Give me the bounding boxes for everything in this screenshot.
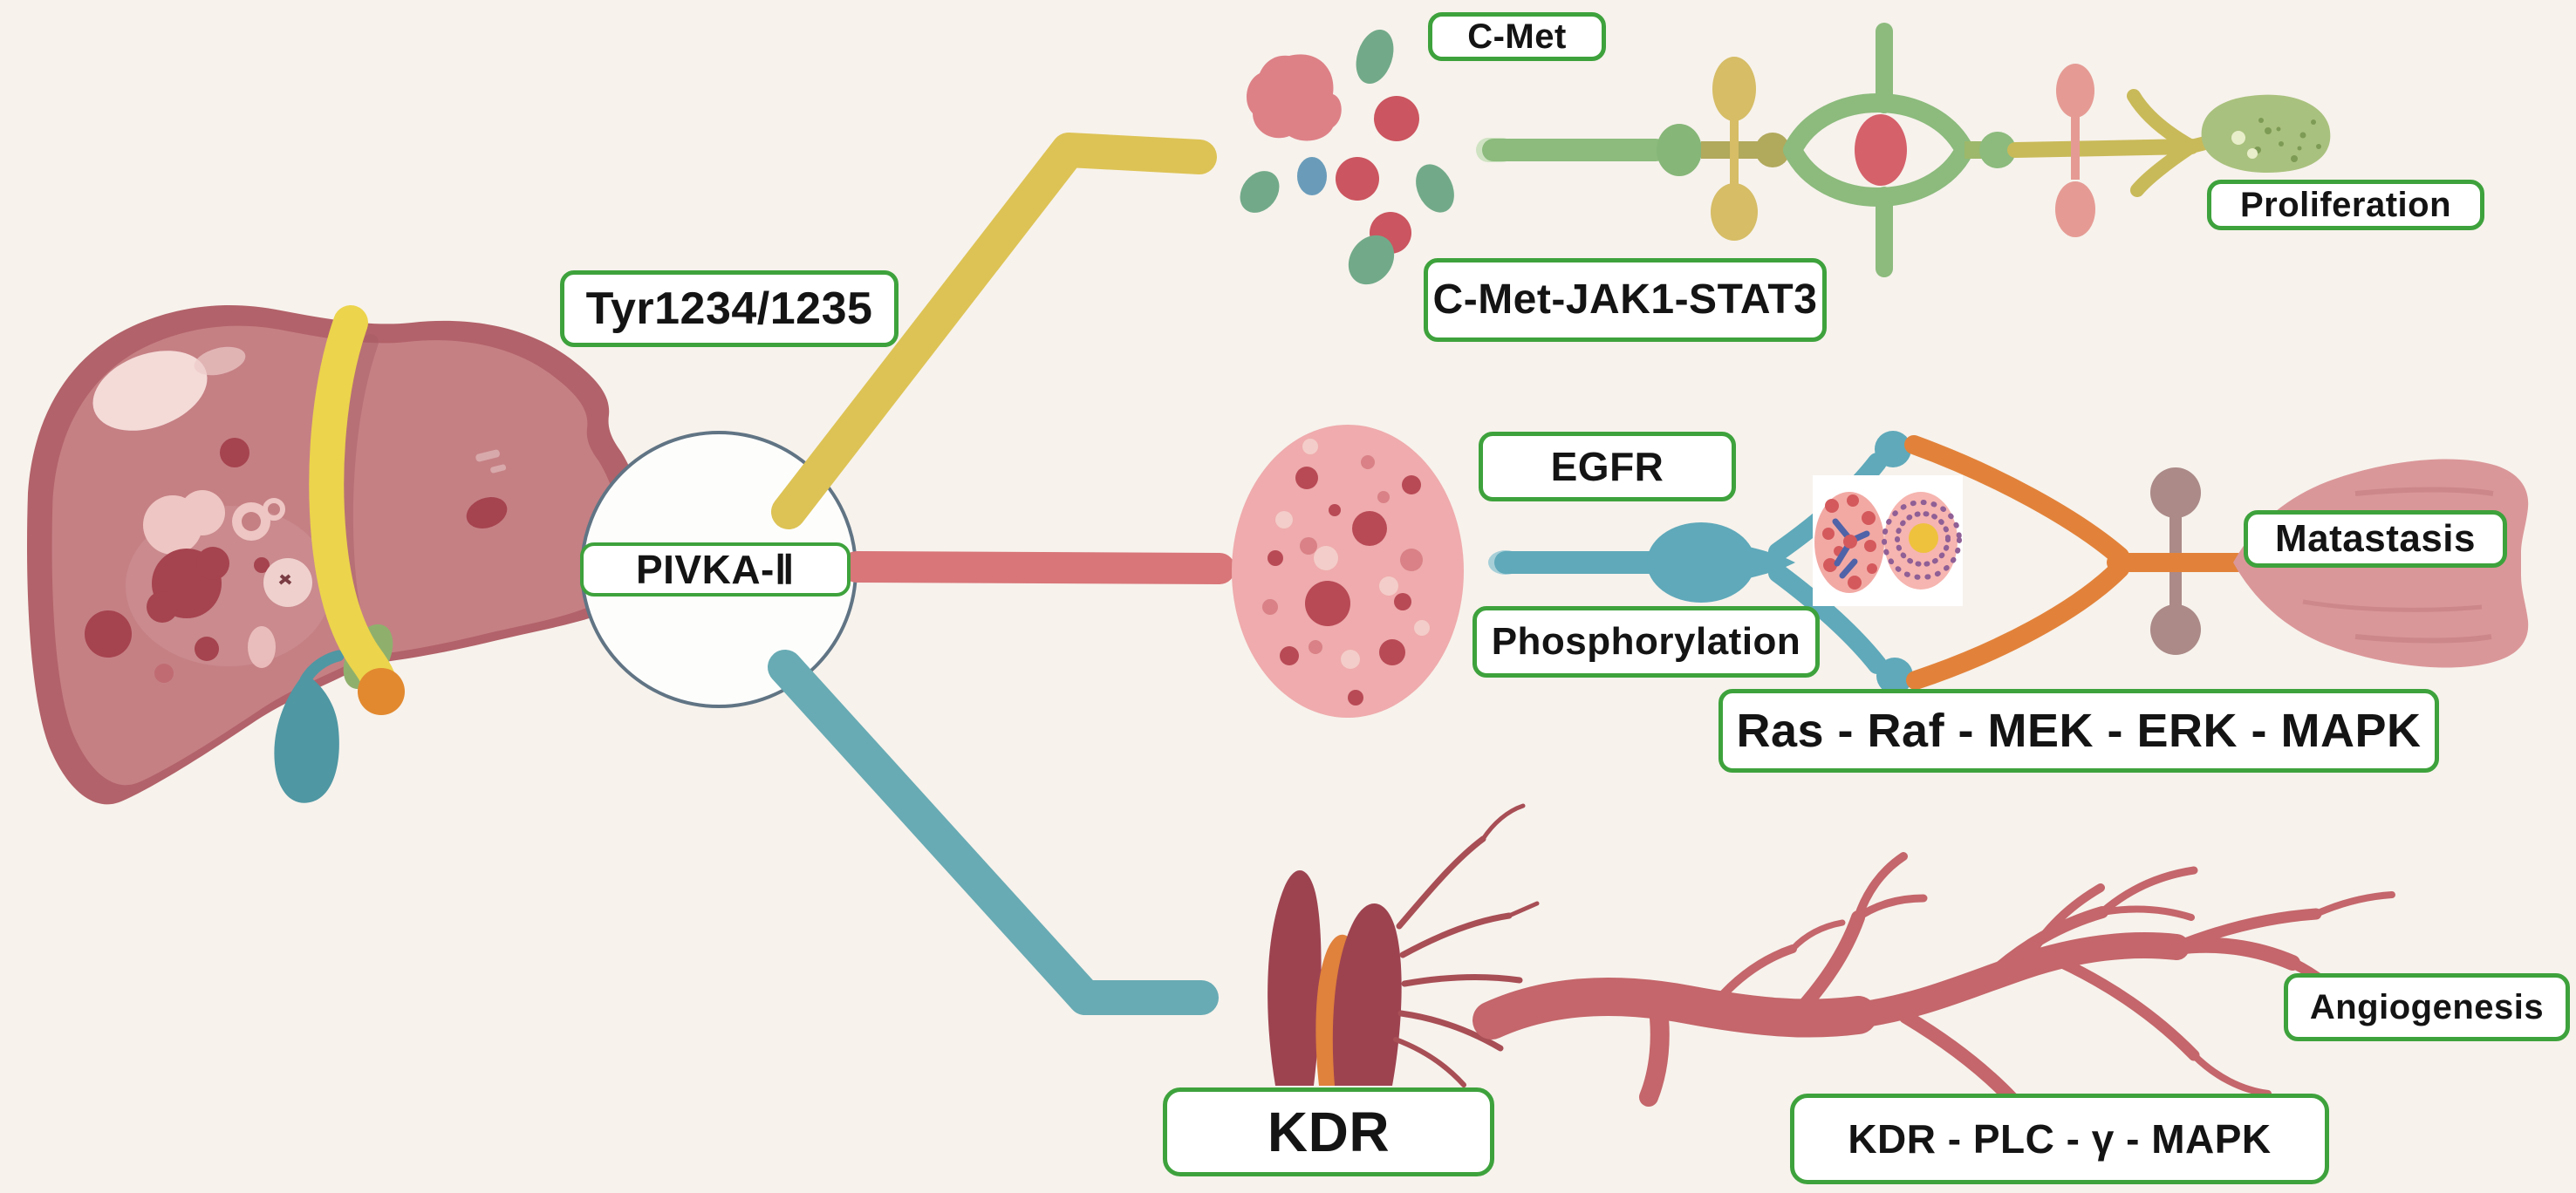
egfr-orange-path bbox=[1904, 435, 2247, 690]
tumor-cell-icon bbox=[1232, 425, 1464, 718]
liver-gloss bbox=[194, 346, 246, 376]
label-pivka-hub: PIVKA-Ⅱ bbox=[580, 542, 851, 596]
label-kdr-cascade: KDR - PLC - γ - MAPK bbox=[1790, 1094, 2329, 1184]
liver-tumor-spots bbox=[85, 438, 508, 683]
receptor-chain-icon bbox=[1476, 23, 2216, 277]
label-metastasis: Matastasis bbox=[2244, 510, 2507, 568]
label-tyr-site: Tyr1234/1235 bbox=[560, 270, 899, 347]
kdr-vessel-icon bbox=[1268, 803, 1540, 1087]
connector-yellow bbox=[771, 133, 1217, 529]
connector-teal bbox=[768, 650, 1219, 1015]
label-angiogenesis: Angiogenesis bbox=[2284, 973, 2570, 1041]
label-cmet-cascade: C-Met-JAK1-STAT3 bbox=[1424, 258, 1827, 342]
connector-red bbox=[841, 551, 1235, 584]
label-cmet: C-Met bbox=[1428, 12, 1606, 61]
label-kdr: KDR bbox=[1163, 1087, 1494, 1176]
label-ras-cascade: Ras - Raf - MEK - ERK - MAPK bbox=[1718, 689, 2439, 773]
proliferation-cell-icon bbox=[2201, 94, 2331, 174]
label-phosphorylation: Phosphorylation bbox=[1472, 606, 1820, 678]
label-egfr: EGFR bbox=[1479, 432, 1736, 501]
gallbladder-duct bbox=[299, 650, 345, 686]
band-dot-icon bbox=[358, 668, 405, 715]
liver-highlight bbox=[92, 351, 208, 431]
measuring-band-icon bbox=[309, 305, 398, 704]
liver-icon bbox=[27, 305, 653, 805]
gallbladder-icon bbox=[274, 673, 339, 803]
dividing-cells-inset-icon bbox=[1813, 475, 1963, 606]
ligand-cluster-icon bbox=[1240, 29, 1454, 285]
label-proliferation: Proliferation bbox=[2207, 180, 2484, 230]
angiogenesis-vessel-tree-icon bbox=[1472, 852, 2395, 1131]
